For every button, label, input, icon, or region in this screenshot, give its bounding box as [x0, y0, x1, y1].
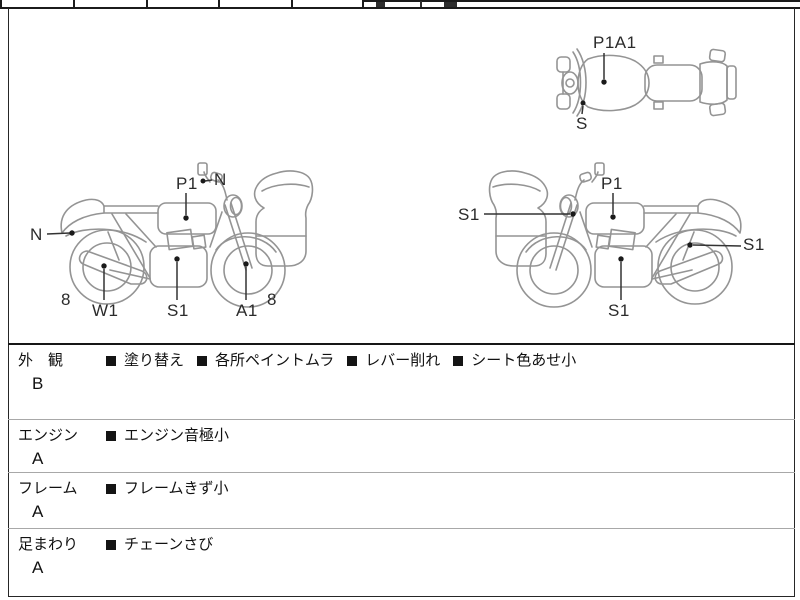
diagram-label-top-p1a1: P1A1	[593, 33, 637, 52]
square-bullet-icon	[106, 484, 116, 494]
condition-section: 外 観 塗り替え 各所ペイントムラ レバー削れ シート色あせ小 B	[8, 343, 795, 419]
clipped-header-row	[0, 0, 800, 9]
condition-item: チェーンさび	[106, 536, 213, 554]
condition-sections: 外 観 塗り替え 各所ペイントムラ レバー削れ シート色あせ小 B エンジン エンジン音極小 A…	[8, 343, 795, 597]
condition-item-text: 塗り替え	[124, 352, 185, 369]
diagram-label-left-p1: P1	[176, 174, 198, 193]
condition-item: エンジン音極小	[106, 427, 229, 445]
section-label: フレーム	[18, 480, 78, 497]
section-label: エンジン	[18, 427, 79, 444]
section-items: エンジン音極小	[106, 427, 229, 445]
section-items: 塗り替え 各所ペイントムラ レバー削れ シート色あせ小	[106, 352, 576, 370]
diagram-label-left-n-mirror: N	[214, 170, 227, 189]
condition-item-text: 各所ペイントムラ	[215, 352, 335, 369]
header-cell-border	[218, 0, 220, 7]
condition-item: フレームきず小	[106, 480, 229, 498]
condition-item: 各所ペイントムラ	[197, 352, 334, 370]
header-cell-border	[146, 0, 148, 7]
diagram-label-left-w1: W1	[92, 301, 119, 320]
condition-item-text: エンジン音極小	[124, 427, 230, 444]
diagram-label-left-a1: A1	[236, 301, 258, 320]
square-bullet-icon	[106, 540, 116, 550]
section-grade: A	[32, 449, 44, 468]
condition-item-text: シート色あせ小	[471, 352, 577, 369]
condition-item-text: フレームきず小	[124, 480, 229, 497]
header-cell-border	[362, 0, 364, 7]
condition-item-text: チェーンさび	[124, 536, 214, 553]
diagram-label-right-s1-front: S1	[458, 205, 480, 224]
condition-item: シート色あせ小	[453, 352, 576, 370]
section-items: チェーンさび	[106, 536, 213, 554]
clipped-header-fill	[363, 0, 800, 2]
section-grade: A	[32, 502, 44, 521]
condition-item: 塗り替え	[106, 352, 184, 370]
condition-item-text: レバー削れ	[365, 352, 441, 369]
condition-section: フレーム フレームきず小 A	[8, 472, 795, 528]
clipped-glyph	[420, 1, 422, 7]
square-bullet-icon	[453, 356, 464, 366]
diagram-label-left-s1: S1	[167, 301, 189, 320]
section-label: 外 観	[18, 352, 64, 369]
square-bullet-icon	[347, 356, 358, 366]
diagram-label-top-s: S	[576, 114, 588, 133]
section-items: フレームきず小	[106, 480, 229, 498]
section-label: 足まわり	[18, 536, 79, 553]
diagram-label-left-8-front: 8	[267, 290, 277, 309]
sheet-border-box	[8, 8, 795, 597]
clipped-glyph	[376, 2, 385, 7]
diagram-label-right-s1-engine: S1	[608, 301, 630, 320]
condition-section: エンジン エンジン音極小 A	[8, 419, 795, 472]
diagram-label-right-p1: P1	[601, 174, 623, 193]
diagram-label-left-n-fender: N	[30, 225, 43, 244]
square-bullet-icon	[106, 356, 116, 366]
square-bullet-icon	[197, 356, 208, 366]
section-grade: B	[32, 374, 44, 393]
diagram-label-right-s1-rear: S1	[743, 235, 765, 254]
condition-section: 足まわり チェーンさび A	[8, 528, 795, 597]
condition-item: レバー削れ	[347, 352, 440, 370]
clipped-glyph	[444, 2, 457, 7]
header-cell-border	[73, 0, 75, 7]
header-cell-border	[291, 0, 293, 7]
header-cell-border	[0, 0, 2, 7]
square-bullet-icon	[106, 431, 116, 441]
diagram-label-left-8-rear: 8	[61, 290, 71, 309]
section-grade: A	[32, 558, 44, 577]
